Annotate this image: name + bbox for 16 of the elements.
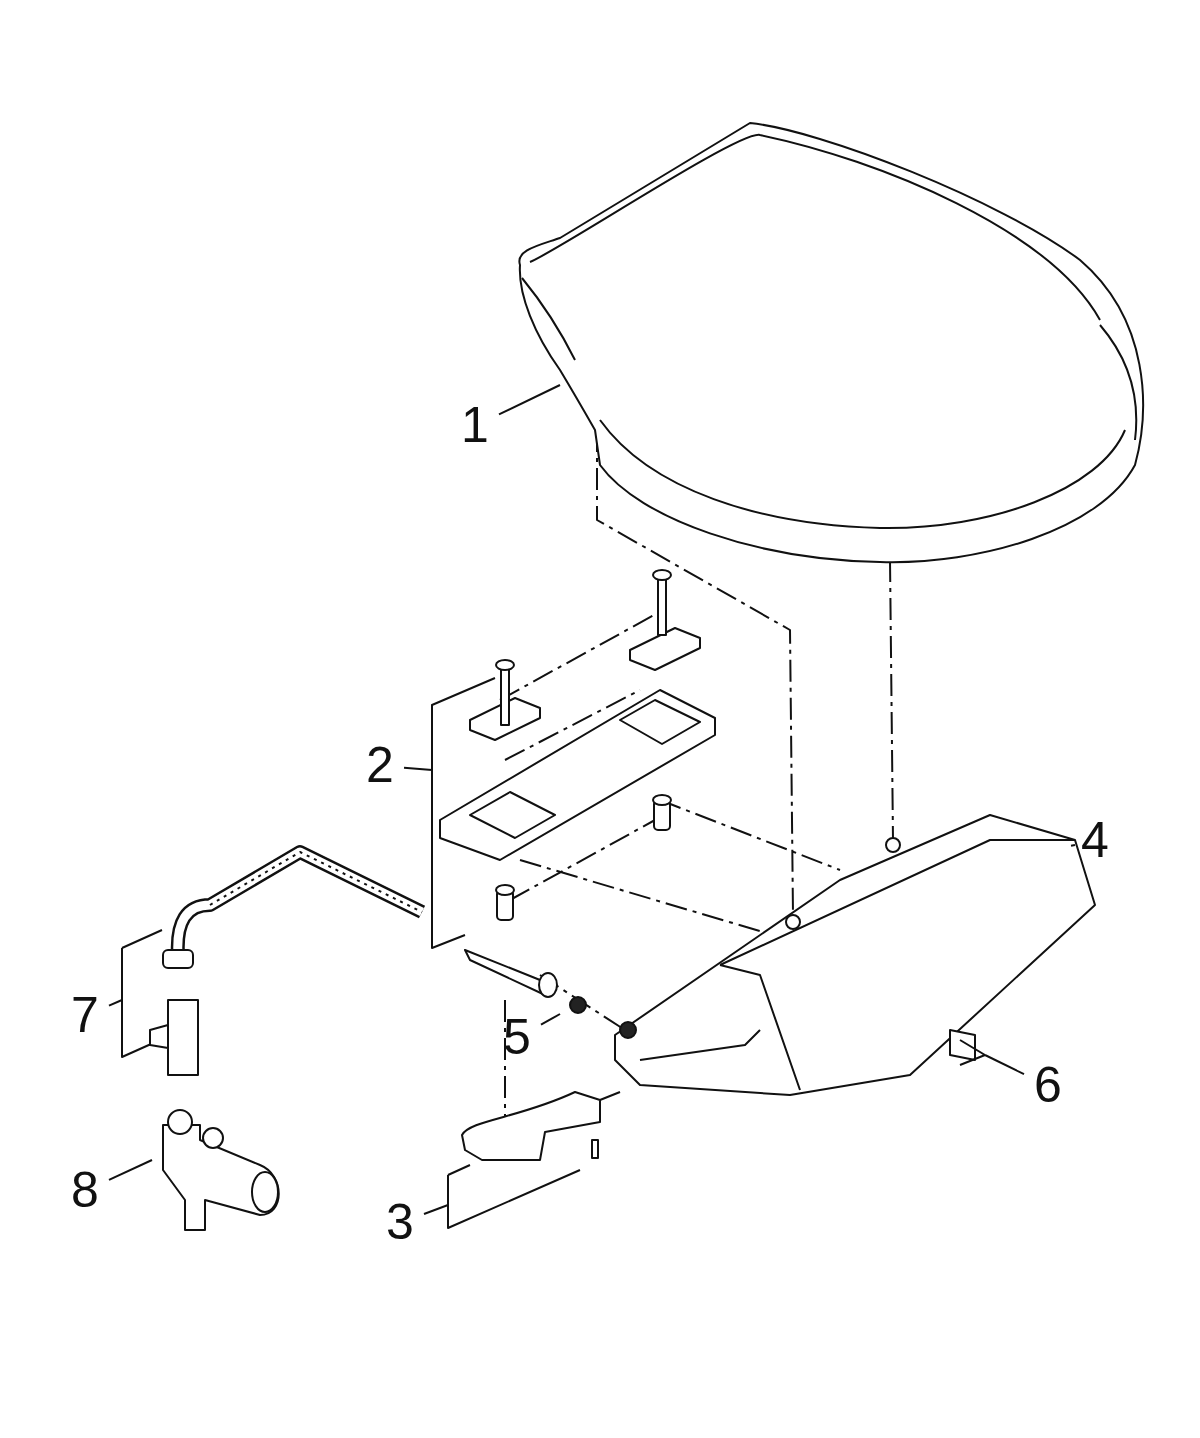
leader-line [403, 766, 433, 771]
callout-number: 2 [360, 740, 400, 790]
leader-line [108, 1159, 153, 1181]
callout-number: 3 [380, 1197, 420, 1247]
leader-line [540, 1013, 561, 1026]
callout-number: 8 [65, 1165, 105, 1215]
leader-line [108, 999, 123, 1007]
callout-number: 5 [497, 1012, 537, 1062]
callout-number: 6 [1028, 1060, 1068, 1110]
callout-number: 1 [455, 400, 495, 450]
leader-line [1070, 844, 1076, 847]
leader-line [423, 1204, 449, 1215]
callout-number: 4 [1075, 815, 1115, 865]
leader-line [984, 1054, 1025, 1076]
leader-line [498, 384, 561, 416]
callout-number: 7 [65, 990, 105, 1040]
